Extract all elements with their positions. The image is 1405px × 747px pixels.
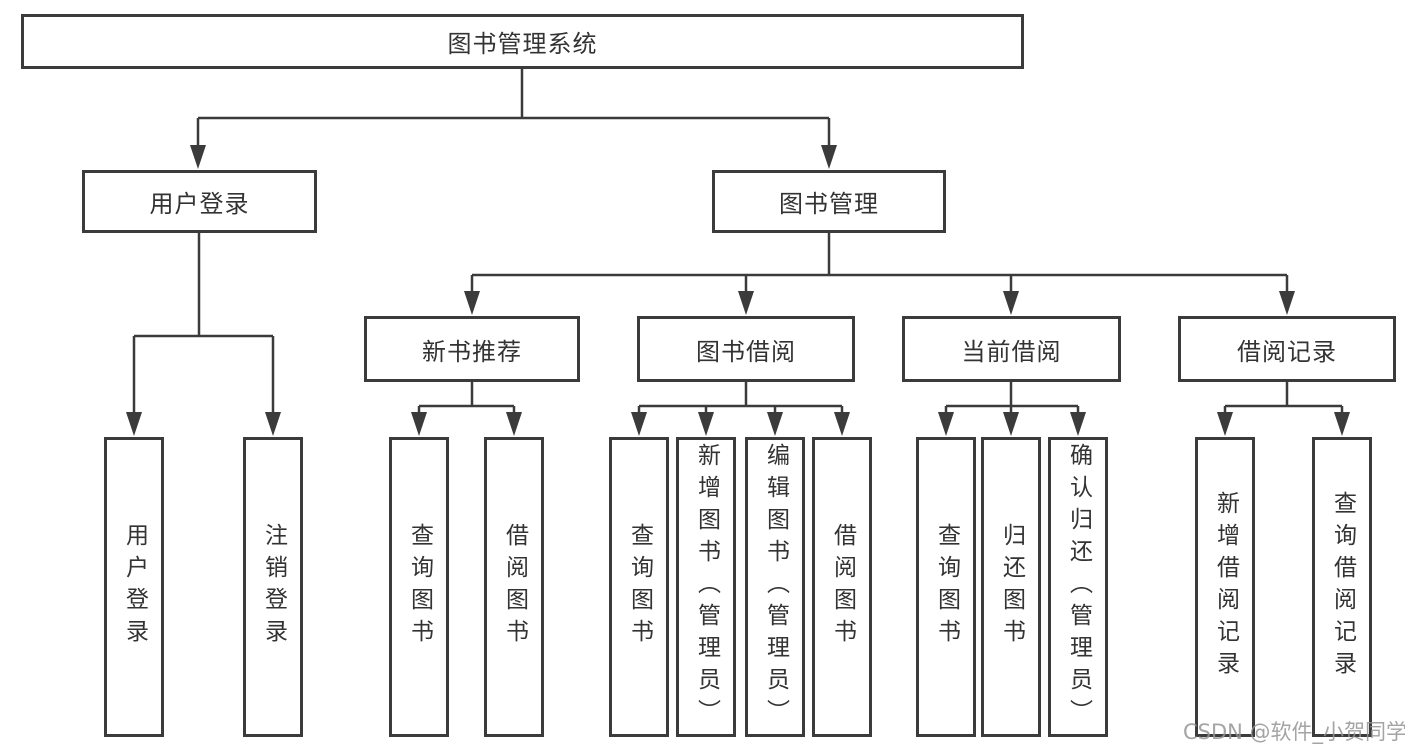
watermark-text: CSDN @软件_小贺同学 bbox=[1183, 720, 1405, 744]
node-label: 归还图书 bbox=[998, 523, 1025, 651]
leaf-user-login: 用户登录 bbox=[104, 437, 164, 737]
leaf-confirm-return-admin: 确认归还（管理员） bbox=[1048, 437, 1108, 737]
node-label: 图书借阅 bbox=[696, 337, 796, 366]
node-label: 确认归还（管理员） bbox=[1065, 443, 1092, 731]
node-label: 图书管理系统 bbox=[447, 30, 598, 58]
node-label: 新增借阅记录 bbox=[1212, 491, 1239, 683]
node-new-book-recommend: 新书推荐 bbox=[364, 316, 580, 382]
node-book-borrow: 图书借阅 bbox=[637, 316, 855, 382]
node-label: 注销登录 bbox=[260, 523, 287, 651]
leaf-query-book-recommend: 查询图书 bbox=[389, 437, 449, 737]
leaf-add-book-admin: 新增图书（管理员） bbox=[676, 437, 736, 737]
node-borrow-record: 借阅记录 bbox=[1178, 316, 1396, 382]
leaf-borrow-book: 借阅图书 bbox=[812, 437, 872, 737]
node-label: 借阅图书 bbox=[501, 523, 528, 651]
node-label: 查询图书 bbox=[406, 523, 433, 651]
leaf-logout: 注销登录 bbox=[243, 437, 303, 737]
node-label: 编辑图书（管理员） bbox=[762, 443, 789, 731]
node-label: 查询图书 bbox=[626, 523, 653, 651]
node-label: 用户登录 bbox=[121, 523, 148, 651]
leaf-add-borrow-record: 新增借阅记录 bbox=[1195, 437, 1255, 737]
node-label: 用户登录 bbox=[149, 190, 250, 218]
node-label: 新增图书（管理员） bbox=[693, 443, 720, 731]
node-user-login-group: 用户登录 bbox=[82, 170, 317, 233]
node-label: 查询图书 bbox=[933, 523, 960, 651]
leaf-query-book-borrow: 查询图书 bbox=[609, 437, 669, 737]
node-book-management: 图书管理 bbox=[712, 170, 946, 233]
node-label: 新书推荐 bbox=[422, 337, 522, 366]
node-label: 当前借阅 bbox=[961, 337, 1062, 366]
leaf-borrow-book-recommend: 借阅图书 bbox=[484, 437, 544, 737]
leaf-edit-book-admin: 编辑图书（管理员） bbox=[745, 437, 805, 737]
node-label: 图书管理 bbox=[779, 190, 879, 218]
leaf-query-borrow-record: 查询借阅记录 bbox=[1312, 437, 1372, 737]
node-current-borrow: 当前借阅 bbox=[902, 316, 1121, 382]
leaf-return-book: 归还图书 bbox=[981, 437, 1041, 737]
node-label: 借阅记录 bbox=[1237, 337, 1337, 366]
node-label: 借阅图书 bbox=[829, 523, 856, 651]
connector-lines bbox=[132, 69, 1344, 417]
node-root-system: 图书管理系统 bbox=[21, 14, 1024, 69]
leaf-query-book-current: 查询图书 bbox=[916, 437, 976, 737]
node-label: 查询借阅记录 bbox=[1329, 491, 1356, 683]
